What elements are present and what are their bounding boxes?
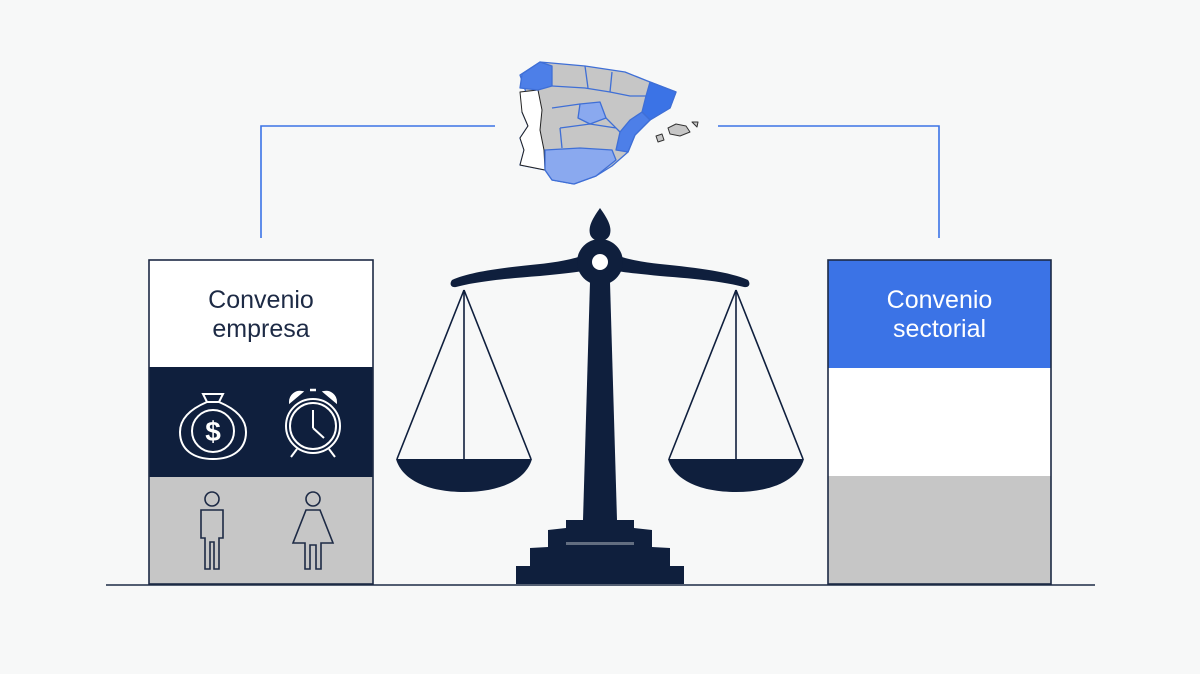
card-left-title: Convenio empresa [208, 285, 314, 343]
right-pan [668, 289, 804, 492]
card-right-title: Convenio sectorial [886, 285, 993, 343]
card-right-middle-band [828, 368, 1051, 476]
scale-base [516, 520, 684, 584]
card-right-bottom-band [828, 476, 1051, 584]
female-person-icon [291, 491, 335, 570]
money-bag-dollar-icon: $ [178, 393, 248, 461]
spain-regions-map-icon [519, 61, 699, 185]
scale-column [583, 282, 617, 520]
card-left-people-band [149, 477, 373, 584]
scales-of-justice-icon [396, 208, 804, 584]
connector-line-right [718, 125, 940, 238]
card-convenio-sectorial [827, 259, 1052, 585]
card-right-header [828, 260, 1051, 368]
left-pan [396, 289, 532, 492]
male-person-icon [200, 491, 224, 570]
alarm-clock-icon [285, 388, 341, 458]
connector-line-left [260, 125, 495, 238]
scale-finial [589, 208, 611, 241]
svg-text:$: $ [205, 416, 221, 447]
card-convenio-empresa: $ [148, 259, 374, 585]
